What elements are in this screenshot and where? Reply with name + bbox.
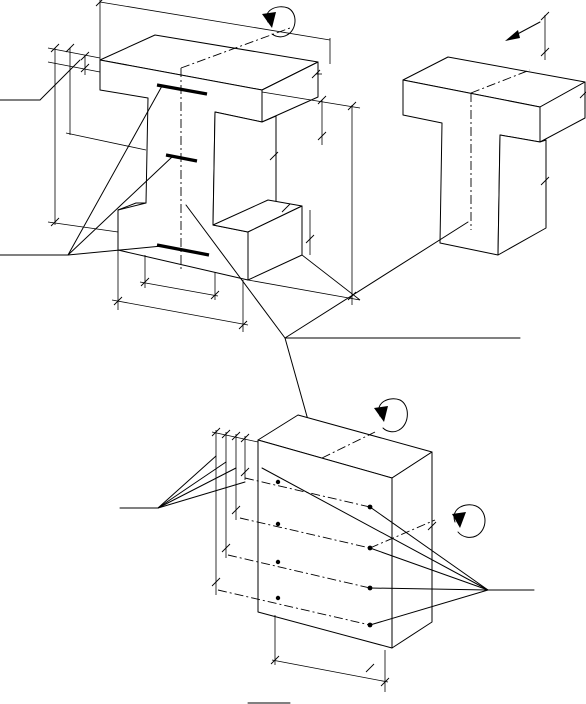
leaders-lower-left	[119, 455, 246, 509]
rebar-bottom	[156, 243, 210, 257]
t-beam-right-web-side	[497, 134, 547, 256]
leaders-rebar-left	[0, 85, 173, 256]
t-beam-right	[402, 11, 586, 256]
column-block	[211, 414, 437, 692]
t-beam-left	[99, 27, 319, 281]
t-beam-right-side	[539, 81, 586, 143]
dimension-lines-upper	[0, 0, 361, 332]
t-beam-left-flange-side	[261, 61, 319, 123]
rotation-arrow-top	[262, 6, 296, 38]
block-side-face	[391, 451, 433, 649]
rebar-mid	[165, 153, 198, 163]
rotation-arrow-lower-side	[452, 504, 486, 538]
rebar-top	[156, 83, 208, 96]
leaders-lower-right	[261, 467, 535, 626]
rotation-arrow-lower-top	[374, 398, 408, 433]
